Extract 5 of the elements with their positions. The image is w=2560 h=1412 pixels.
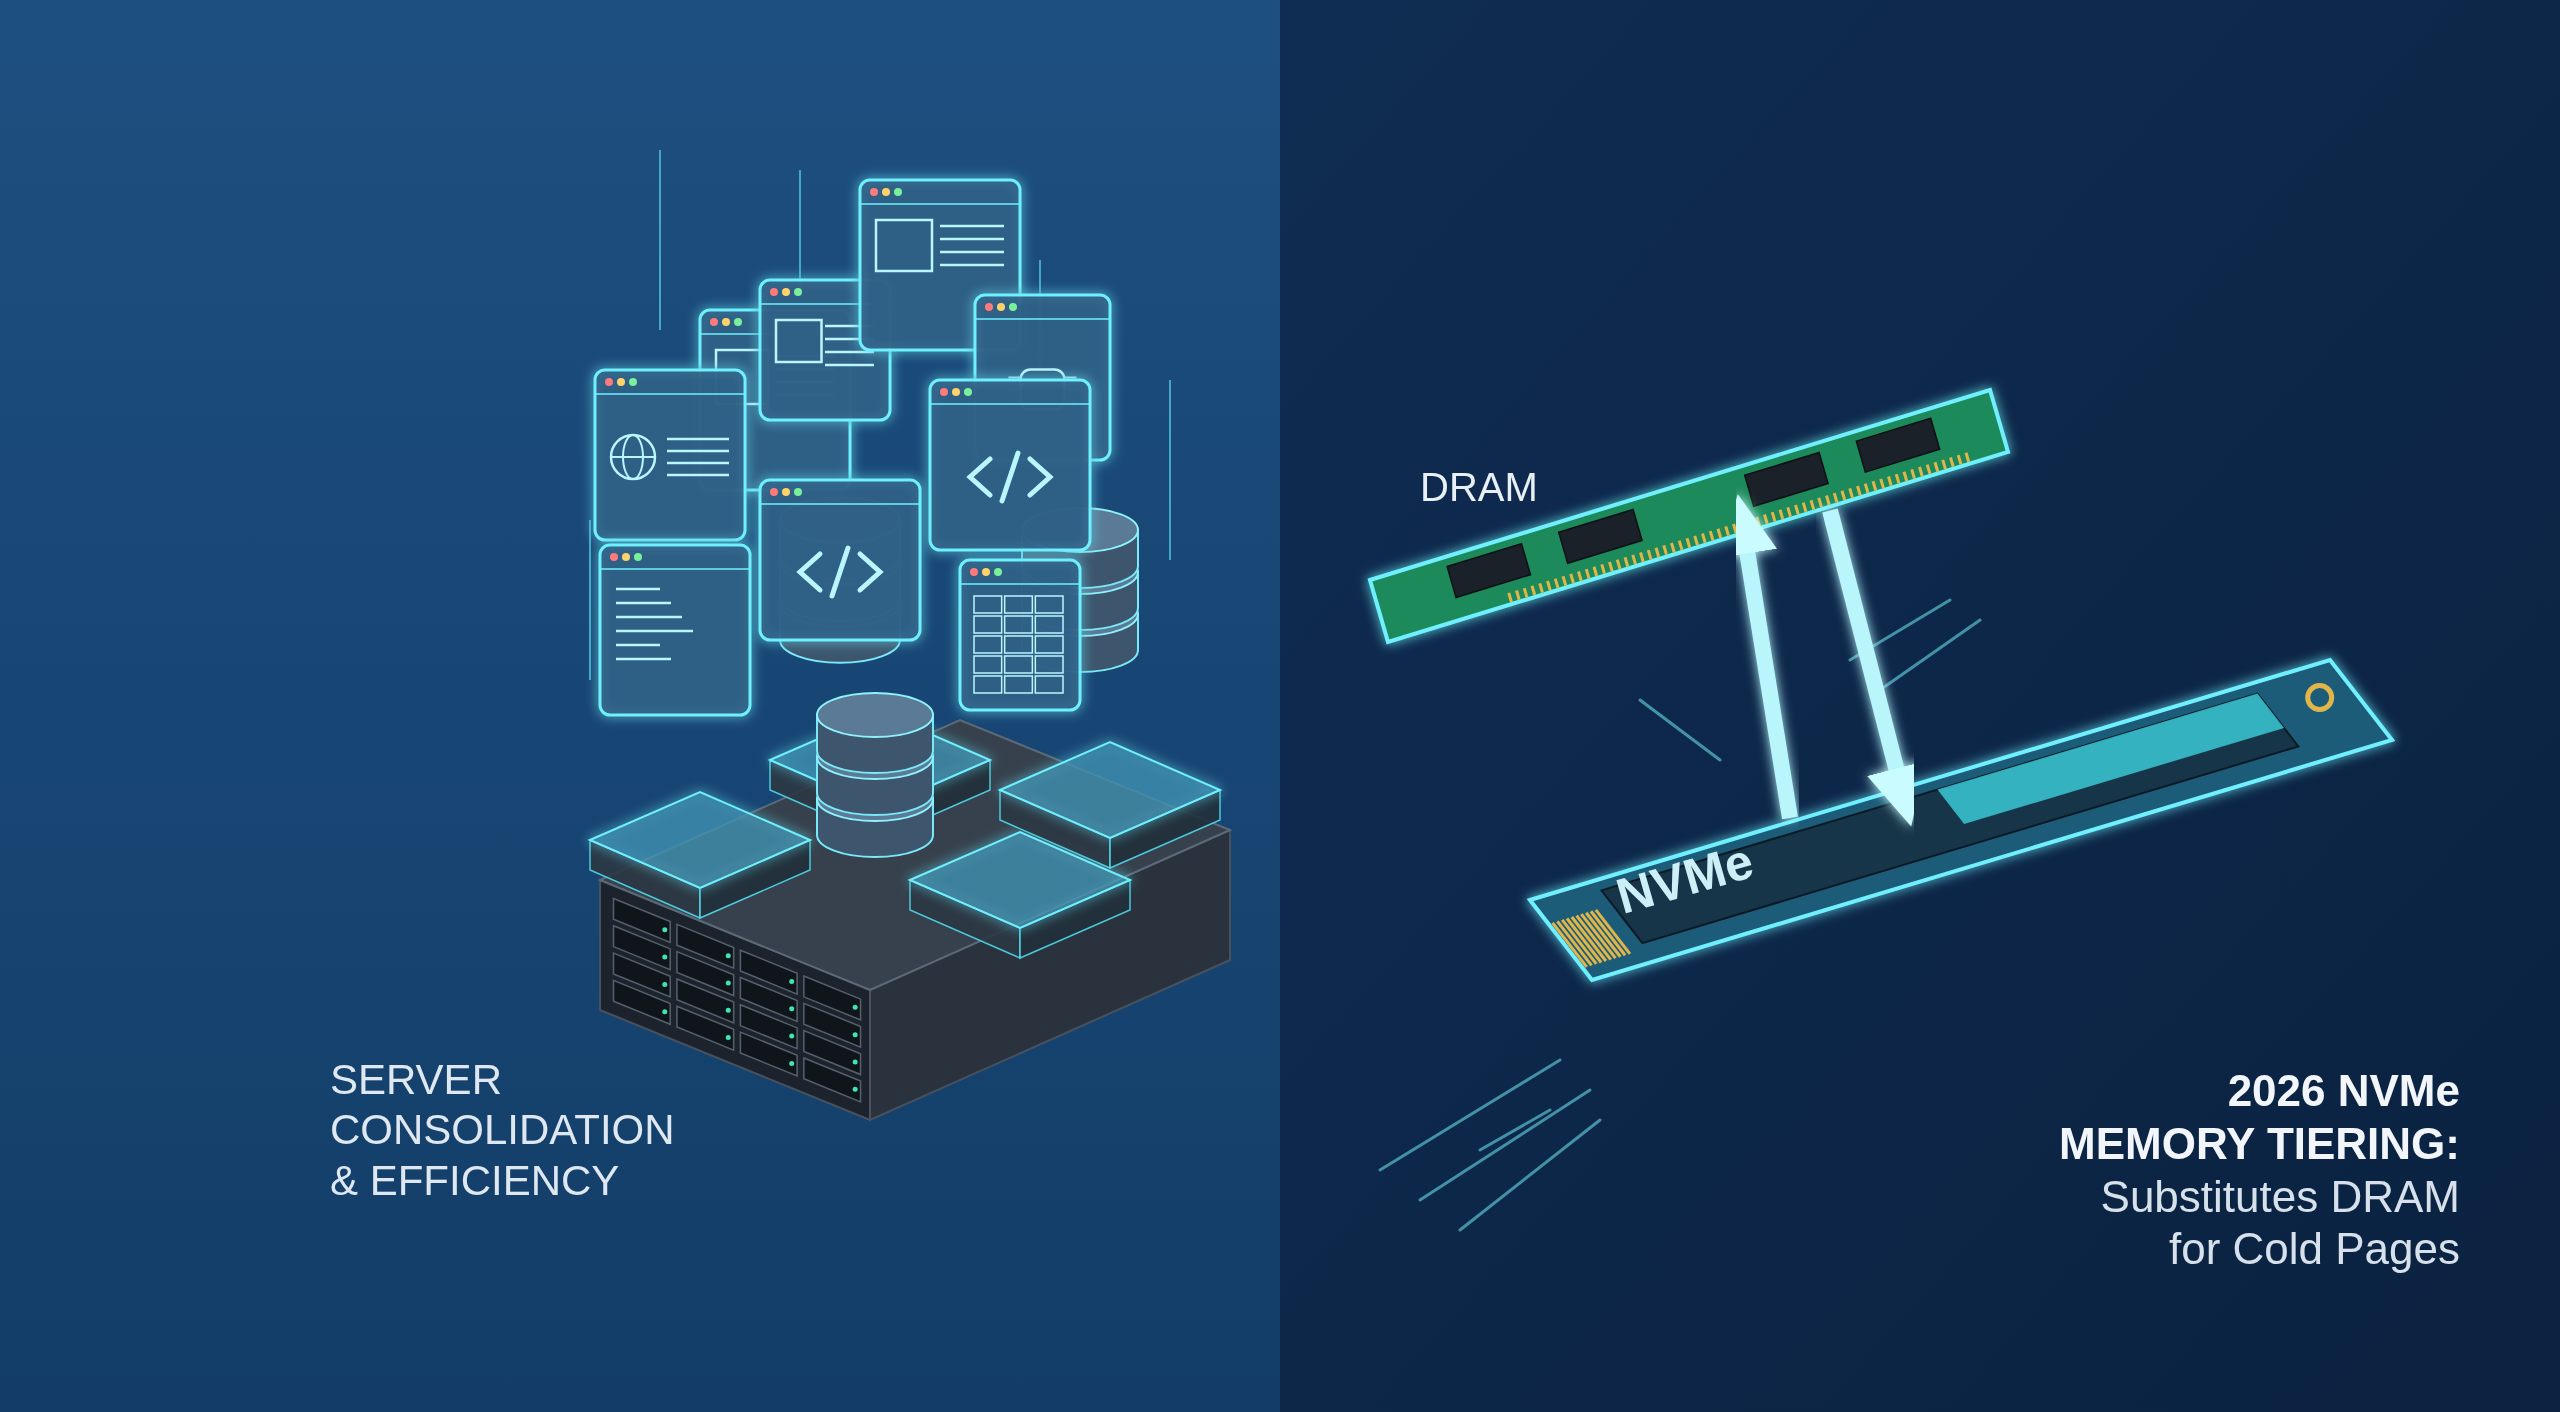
module-label: DRAM [1420,465,1538,510]
drive-label: NVMe [1610,831,1760,926]
panel-heading: 2026 NVMe MEMORY TIERING: Substitutes DRAM for Cold Pages [2058,1065,2460,1276]
arrow [1822,508,1926,827]
panel-caption: SERVER CONSOLIDATION & EFFICIENCY [330,1055,675,1206]
